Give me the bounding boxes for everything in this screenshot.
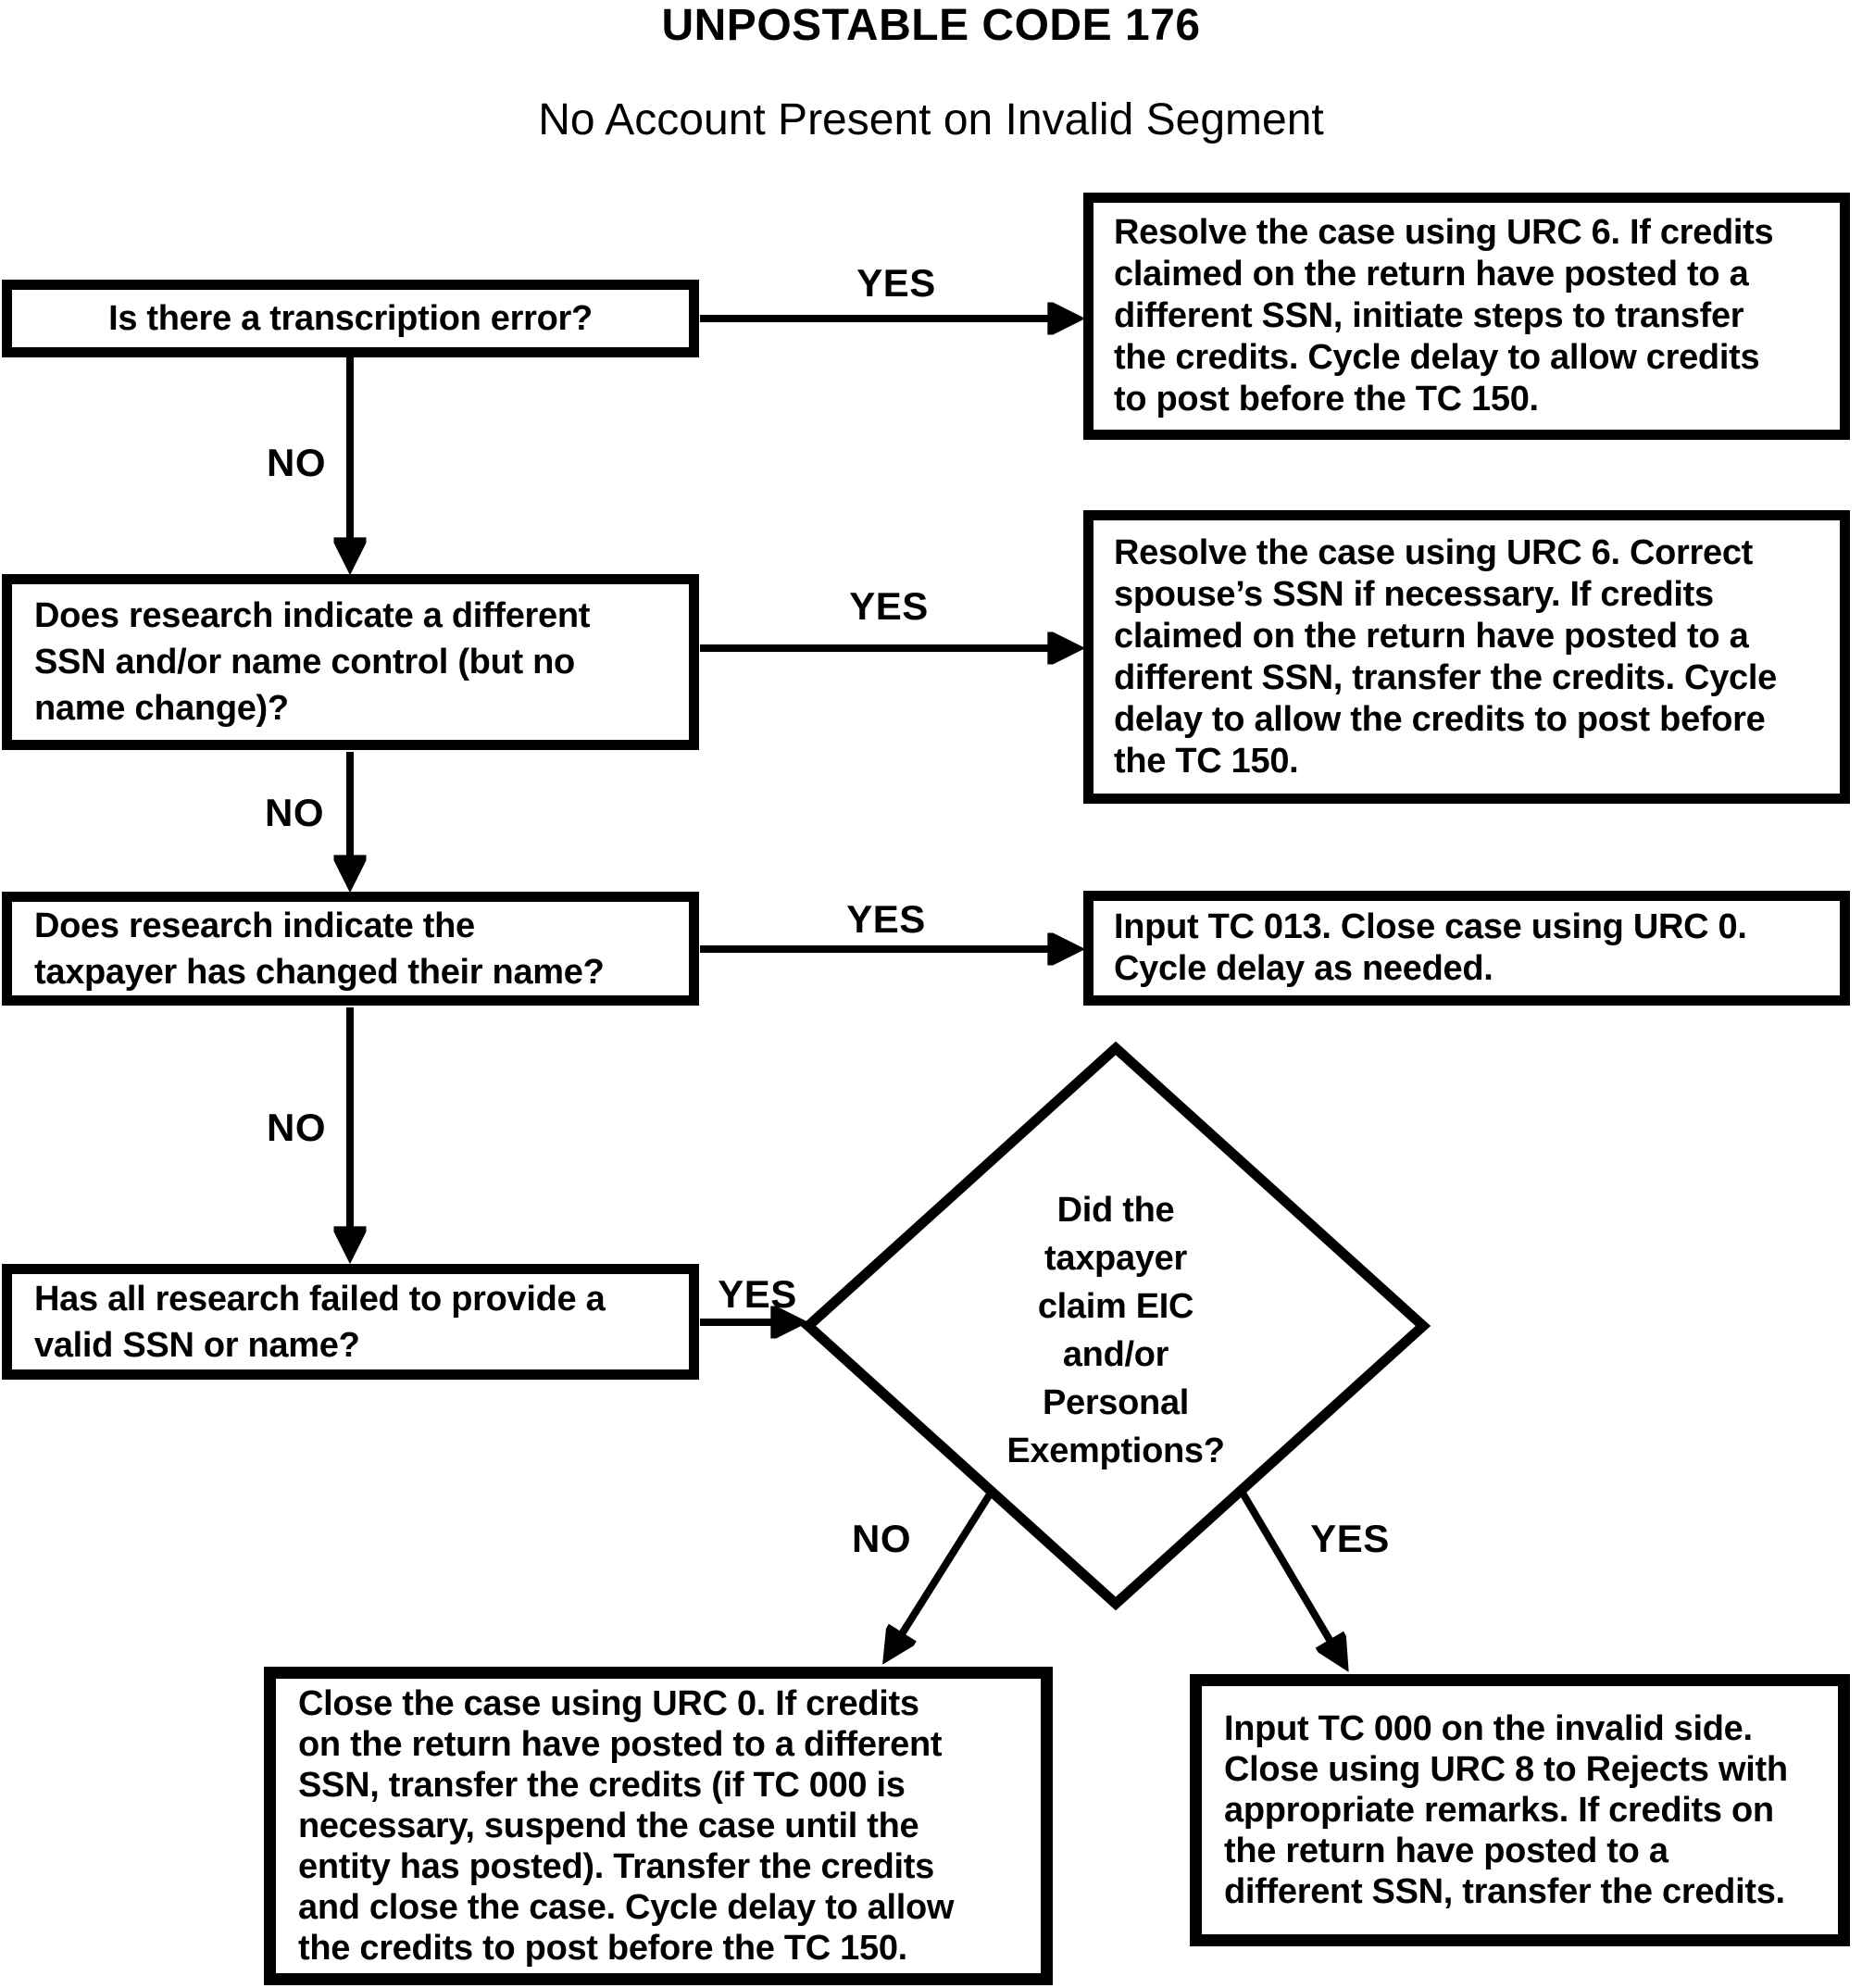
decision-box-transcription-error-text: Is there a transcription error? [108,299,593,338]
arrow-exemptions-yes [1237,1487,1344,1665]
action-box-resolve-urc6-transfer: Resolve the case using URC 6. If credits… [1083,193,1850,440]
action-box-close-urc0: Close the case using URC 0. If credits o… [264,1667,1053,1985]
page-title: UNPOSTABLE CODE 176 [661,1,1201,50]
yes-label-exemptions: YES [1310,1517,1390,1560]
no-label-different-ssn: NO [265,791,324,834]
page-subtitle: No Account Present on Invalid Segment [538,95,1324,144]
action-box-input-tc013: Input TC 013. Close case using URC 0. Cy… [1083,891,1850,1006]
action-box-close-urc0-text: Close the case using URC 0. If credits o… [298,1684,955,1968]
arrow-exemptions-no [887,1487,996,1657]
decision-box-research-failed-text: Has all research failed to provide a val… [34,1279,606,1365]
decision-box-name-changed-text: Does research indicate the taxpayer has … [34,906,605,992]
decision-diamond-shape [800,1041,1431,1611]
decision-diamond-text: Did the taxpayer claim EIC and/or Person… [1006,1191,1225,1470]
decision-box-research-failed: Has all research failed to provide a val… [2,1264,699,1380]
no-label-transcription: NO [267,441,326,484]
decision-box-name-changed: Does research indicate the taxpayer has … [2,892,699,1006]
yes-label-research-failed: YES [718,1272,797,1316]
yes-label-different-ssn: YES [849,584,929,628]
action-box-input-tc013-text: Input TC 013. Close case using URC 0. Cy… [1114,907,1747,988]
yes-label-transcription: YES [856,261,936,305]
action-box-resolve-urc6-correct-spouse-text: Resolve the case using URC 6. Correct sp… [1114,532,1777,781]
decision-box-different-ssn-name-control: Does research indicate a different SSN a… [2,574,699,750]
no-label-exemptions: NO [852,1517,911,1560]
no-label-name-changed: NO [267,1106,326,1149]
action-box-resolve-urc6-correct-spouse: Resolve the case using URC 6. Correct sp… [1083,510,1850,804]
action-box-resolve-urc6-transfer-text: Resolve the case using URC 6. If credits… [1114,213,1774,419]
action-box-input-tc000-urc8-text: Input TC 000 on the invalid side. Close … [1224,1709,1788,1911]
action-box-input-tc000-urc8: Input TC 000 on the invalid side. Close … [1190,1674,1850,1946]
decision-box-transcription-error: Is there a transcription error? [2,280,699,357]
decision-box-different-ssn-name-control-text: Does research indicate a different SSN a… [34,596,591,728]
yes-label-name-changed: YES [846,897,926,941]
